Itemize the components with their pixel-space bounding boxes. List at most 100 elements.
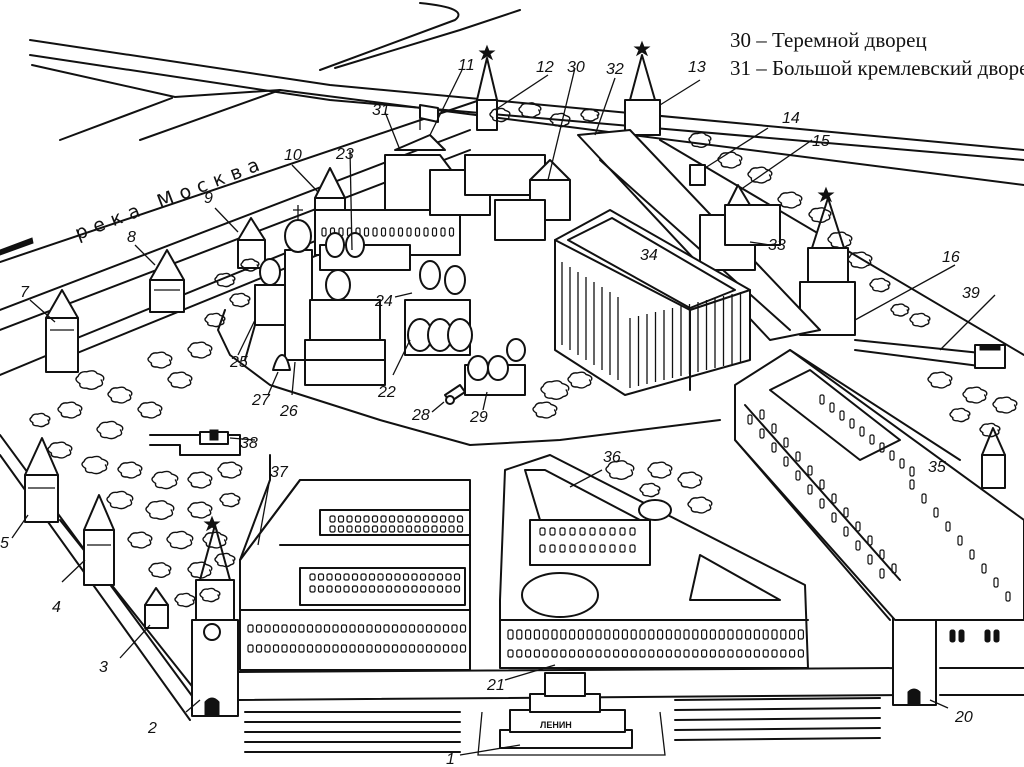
building-33 [689, 164, 781, 271]
window [630, 629, 637, 640]
window [969, 549, 975, 560]
window [343, 585, 350, 593]
callout-20: 20 [954, 709, 973, 726]
window [674, 629, 681, 640]
senate-windows [507, 527, 805, 658]
tree [148, 562, 172, 579]
window [771, 423, 777, 434]
window [442, 624, 450, 633]
window [439, 515, 447, 523]
tree [489, 107, 511, 123]
window [579, 527, 586, 536]
callout-37: 37 [270, 464, 289, 481]
window [448, 525, 455, 533]
window [867, 554, 873, 565]
window [889, 450, 895, 461]
tribunes-left [244, 711, 461, 753]
window [402, 573, 410, 581]
window [629, 544, 636, 553]
window [422, 525, 430, 533]
tower-9 [237, 217, 266, 269]
window [397, 525, 404, 533]
window [309, 585, 316, 593]
window [264, 644, 271, 653]
tower-5 [24, 437, 59, 523]
window [516, 629, 523, 640]
tower-7 [45, 289, 79, 373]
callout-29: 29 [469, 409, 488, 426]
window [374, 624, 382, 633]
window [337, 525, 345, 533]
window [354, 515, 362, 523]
window [867, 535, 873, 546]
window [879, 568, 885, 579]
window [346, 525, 353, 533]
window [436, 585, 444, 593]
window [371, 525, 379, 533]
window [383, 624, 390, 633]
window [315, 624, 322, 633]
window [619, 544, 626, 553]
legend-number: 30 [730, 28, 751, 52]
tree [532, 401, 558, 419]
tree [869, 277, 891, 293]
tree [174, 592, 196, 608]
window [692, 629, 699, 640]
window [612, 649, 620, 658]
tree [117, 461, 143, 479]
callout-27: 27 [251, 392, 271, 409]
palace-of-congresses [554, 209, 751, 396]
window [349, 644, 356, 653]
window [788, 629, 796, 640]
window [507, 629, 514, 640]
window [368, 585, 376, 593]
window [459, 624, 467, 633]
legend-dash: – [756, 56, 767, 80]
window [780, 649, 787, 658]
window [727, 649, 734, 658]
window [957, 535, 963, 546]
arsenal-windows [747, 394, 1011, 602]
senate-building [499, 454, 809, 669]
troitskaya-tower [799, 186, 856, 336]
window [428, 573, 435, 581]
wall-windows-right [949, 629, 1000, 643]
window [656, 629, 664, 640]
window [340, 624, 348, 633]
window [317, 573, 325, 581]
window [425, 624, 433, 633]
window [579, 544, 586, 553]
window [247, 644, 254, 653]
tree [827, 231, 853, 249]
tree [979, 422, 1001, 438]
window [408, 624, 416, 633]
tree [75, 370, 105, 390]
window [281, 644, 288, 653]
tsar-cannon [444, 384, 466, 405]
tree [187, 341, 213, 359]
window [448, 515, 455, 523]
window [394, 585, 401, 593]
window [332, 644, 339, 653]
window [568, 649, 576, 658]
tree [677, 471, 703, 489]
callout-24: 24 [374, 293, 393, 310]
tree [890, 303, 910, 317]
window [423, 227, 429, 237]
window [551, 629, 558, 640]
callout-23: 23 [335, 146, 354, 163]
window [323, 644, 331, 653]
legend-item: 31 – Большой кремлевский дворец [730, 54, 1024, 82]
window [394, 573, 401, 581]
window [831, 493, 837, 504]
window [451, 644, 458, 653]
window [551, 649, 558, 658]
callout-13: 13 [688, 59, 706, 76]
legend: 30 – Теремной дворец 31 – Большой кремле… [730, 26, 1024, 82]
callout-38: 38 [240, 435, 258, 452]
window [869, 434, 875, 445]
callout-16: 16 [942, 249, 960, 266]
window [569, 527, 576, 536]
tree [199, 587, 221, 603]
window [539, 544, 546, 553]
